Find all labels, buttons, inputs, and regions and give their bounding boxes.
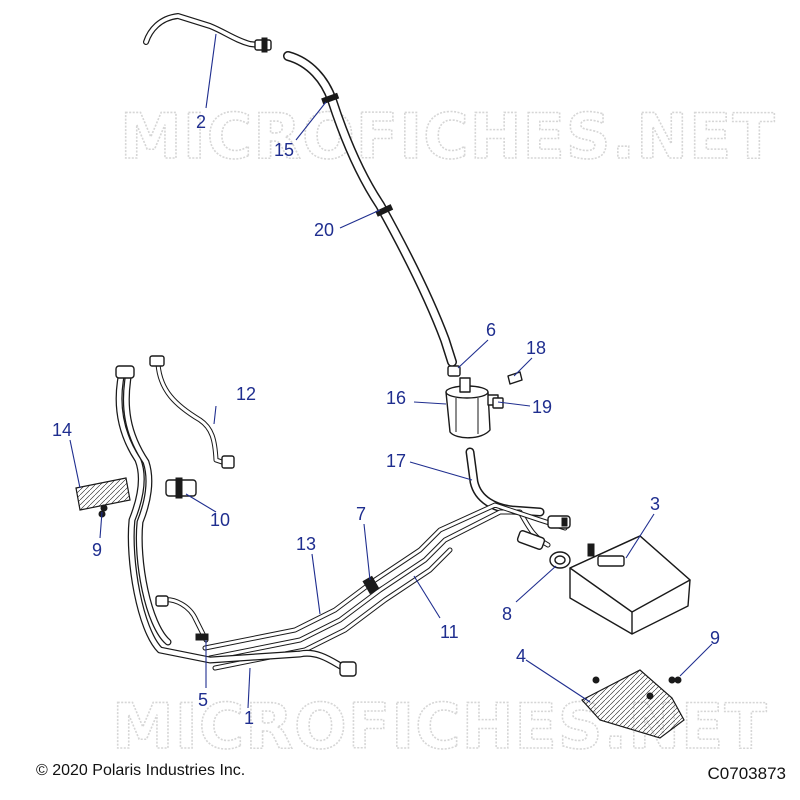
- callout-2: 2: [196, 112, 206, 132]
- callout-20: 20: [314, 220, 334, 240]
- clip-part-19: [492, 397, 504, 409]
- vent-tube-part-2: [143, 13, 272, 53]
- callout-18: 18: [526, 338, 546, 358]
- callout-5: 5: [198, 690, 208, 710]
- diagram-code: C0703873: [707, 764, 786, 783]
- callout-3: 3: [650, 494, 660, 514]
- clamp-part-5: [195, 633, 209, 641]
- rollover-valve-part-16: [445, 377, 499, 439]
- screw-part-9: [100, 504, 682, 684]
- callout-15: 15: [274, 140, 294, 160]
- callout-17: 17: [386, 451, 406, 471]
- callout-13: 13: [296, 534, 316, 554]
- callout-8: 8: [502, 604, 512, 624]
- evap-canister-part-3: [569, 535, 691, 635]
- tube-part-12: [149, 355, 235, 469]
- callout-9-right: 9: [710, 628, 720, 648]
- callout-14: 14: [52, 420, 72, 440]
- copyright-text: © 2020 Polaris Industries Inc.: [36, 762, 246, 779]
- callout-10: 10: [210, 510, 230, 530]
- callout-19: 19: [532, 397, 552, 417]
- hose-part-17: [465, 447, 545, 517]
- leader-lines: [69, 33, 713, 709]
- line-connectors: [516, 515, 571, 550]
- bracket-part-14: [75, 477, 131, 518]
- clamp-part-7: [362, 575, 380, 595]
- fitting-part-10: [165, 477, 197, 499]
- callout-7: 7: [356, 504, 366, 524]
- grommet-part-18: [507, 371, 523, 385]
- clamp-part-15: [321, 92, 394, 217]
- fuel-lines-part-11-13: [202, 502, 568, 671]
- callout-4: 4: [516, 646, 526, 666]
- callout-6: 6: [486, 320, 496, 340]
- fitting-part-6: [447, 365, 461, 377]
- callout-12: 12: [236, 384, 256, 404]
- hose-part-1: [115, 365, 357, 677]
- grommet-part-8: [549, 551, 571, 569]
- bracket-part-4: [581, 669, 685, 739]
- watermark-top: MICROFICHES.NET: [120, 100, 776, 173]
- vent-hose-part-20: [283, 51, 457, 367]
- callout-11: 11: [440, 622, 459, 642]
- callout-9-left: 9: [92, 540, 102, 560]
- callouts: 2 15 20 6 18 16 19 17 3 12 14 9 10 13 7 …: [52, 112, 720, 728]
- callout-1: 1: [244, 708, 254, 728]
- callout-16: 16: [386, 388, 406, 408]
